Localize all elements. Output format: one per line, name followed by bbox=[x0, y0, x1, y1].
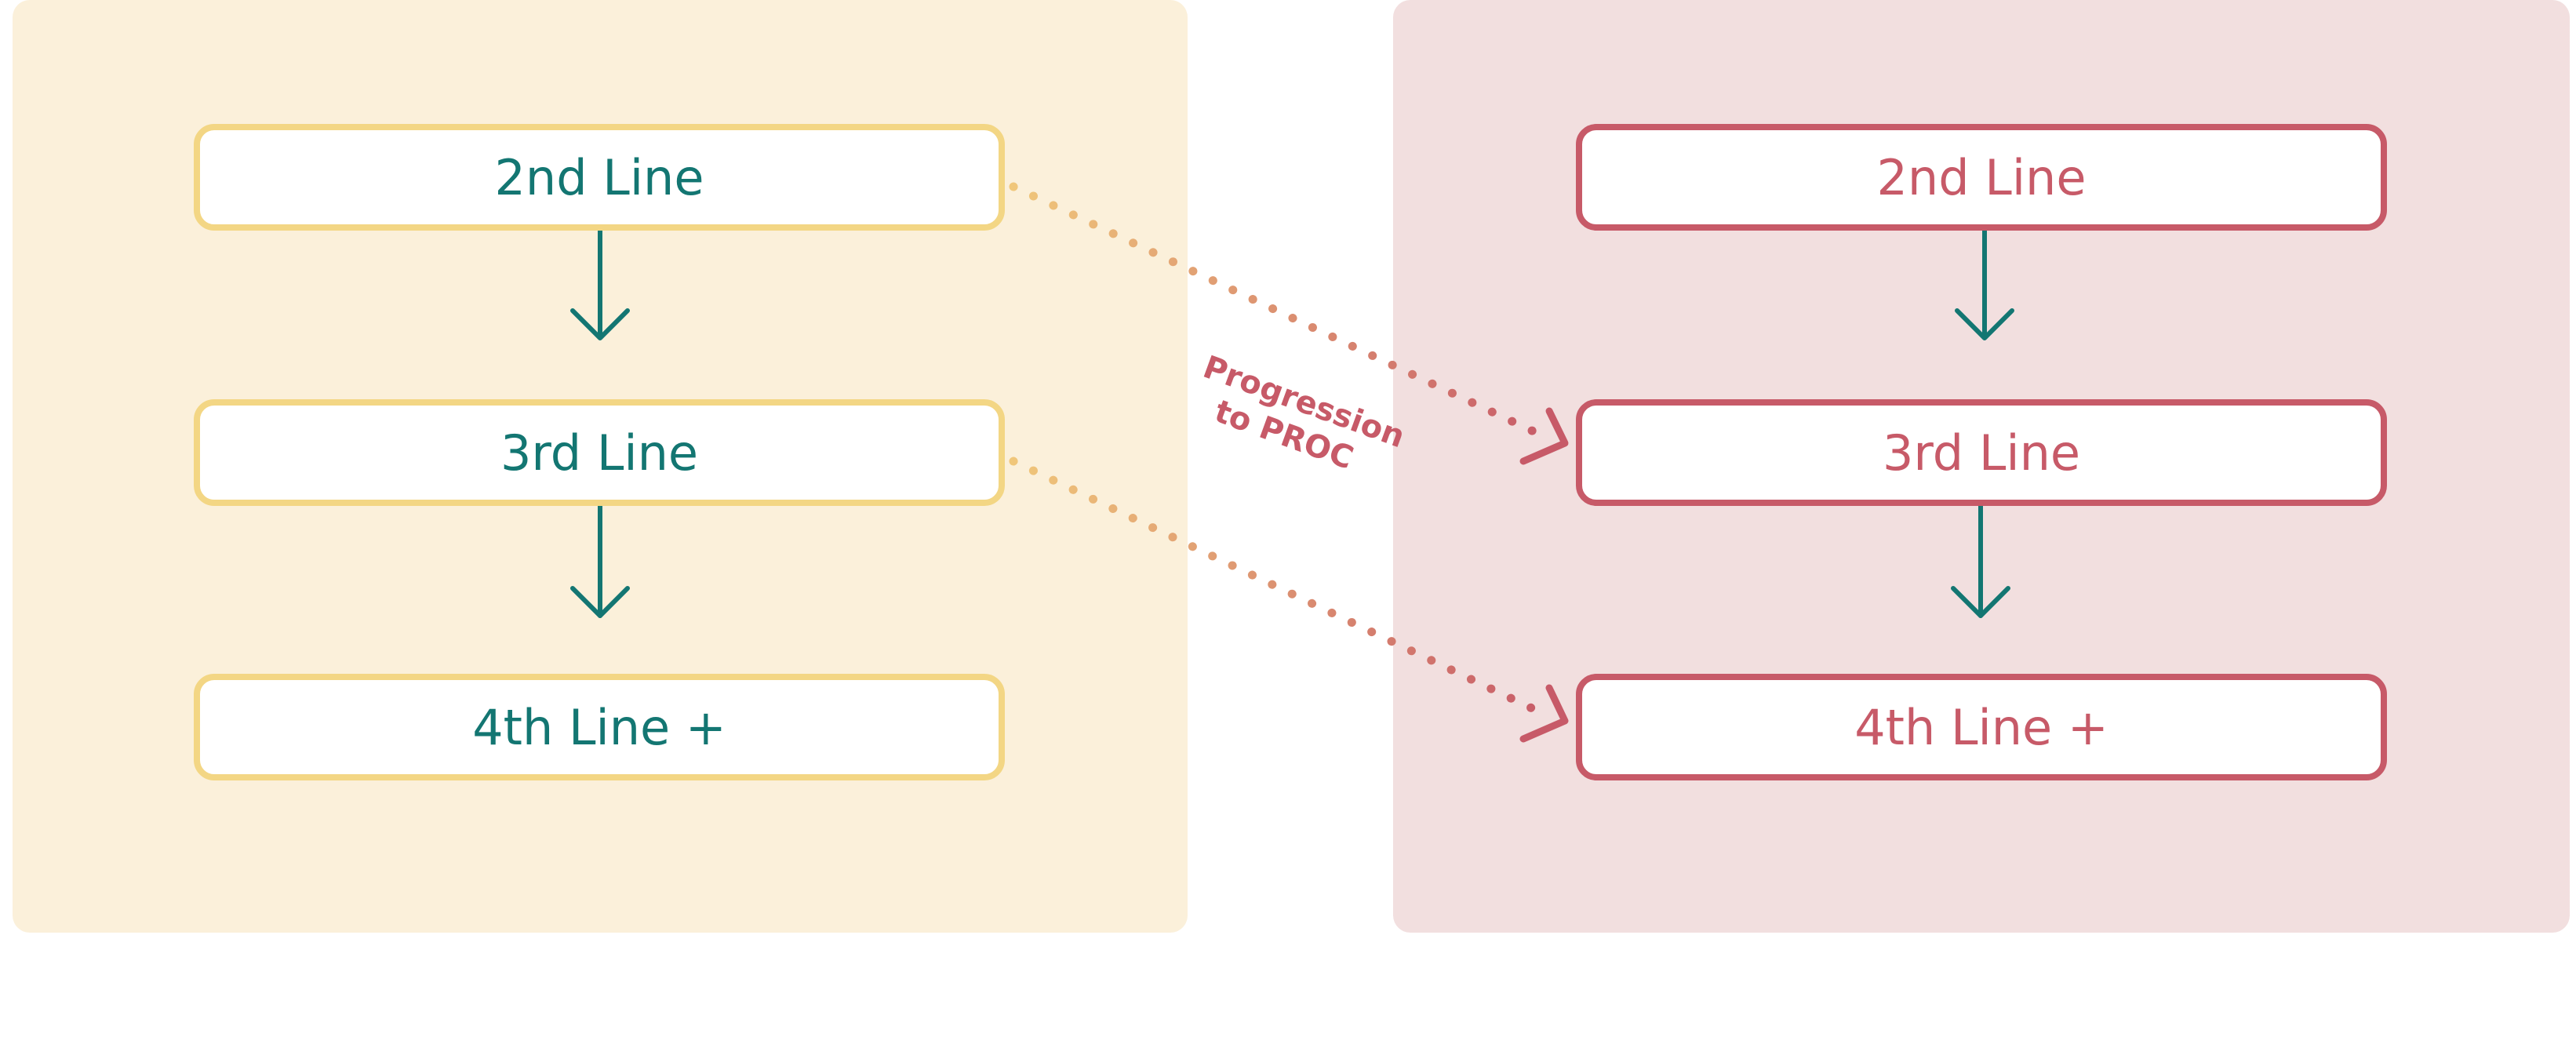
right-node-3rd-line: 3rd Line bbox=[1576, 399, 2387, 506]
left-node-3rd-line: 3rd Line bbox=[194, 399, 1005, 506]
right-node-2nd-line: 2nd Line bbox=[1576, 124, 2387, 231]
progression-label: Progression to PROC bbox=[1185, 348, 1410, 486]
left-node-4th-line: 4th Line + bbox=[194, 674, 1005, 780]
left-node-2nd-line: 2nd Line bbox=[194, 124, 1005, 231]
right-node-4th-line: 4th Line + bbox=[1576, 674, 2387, 780]
